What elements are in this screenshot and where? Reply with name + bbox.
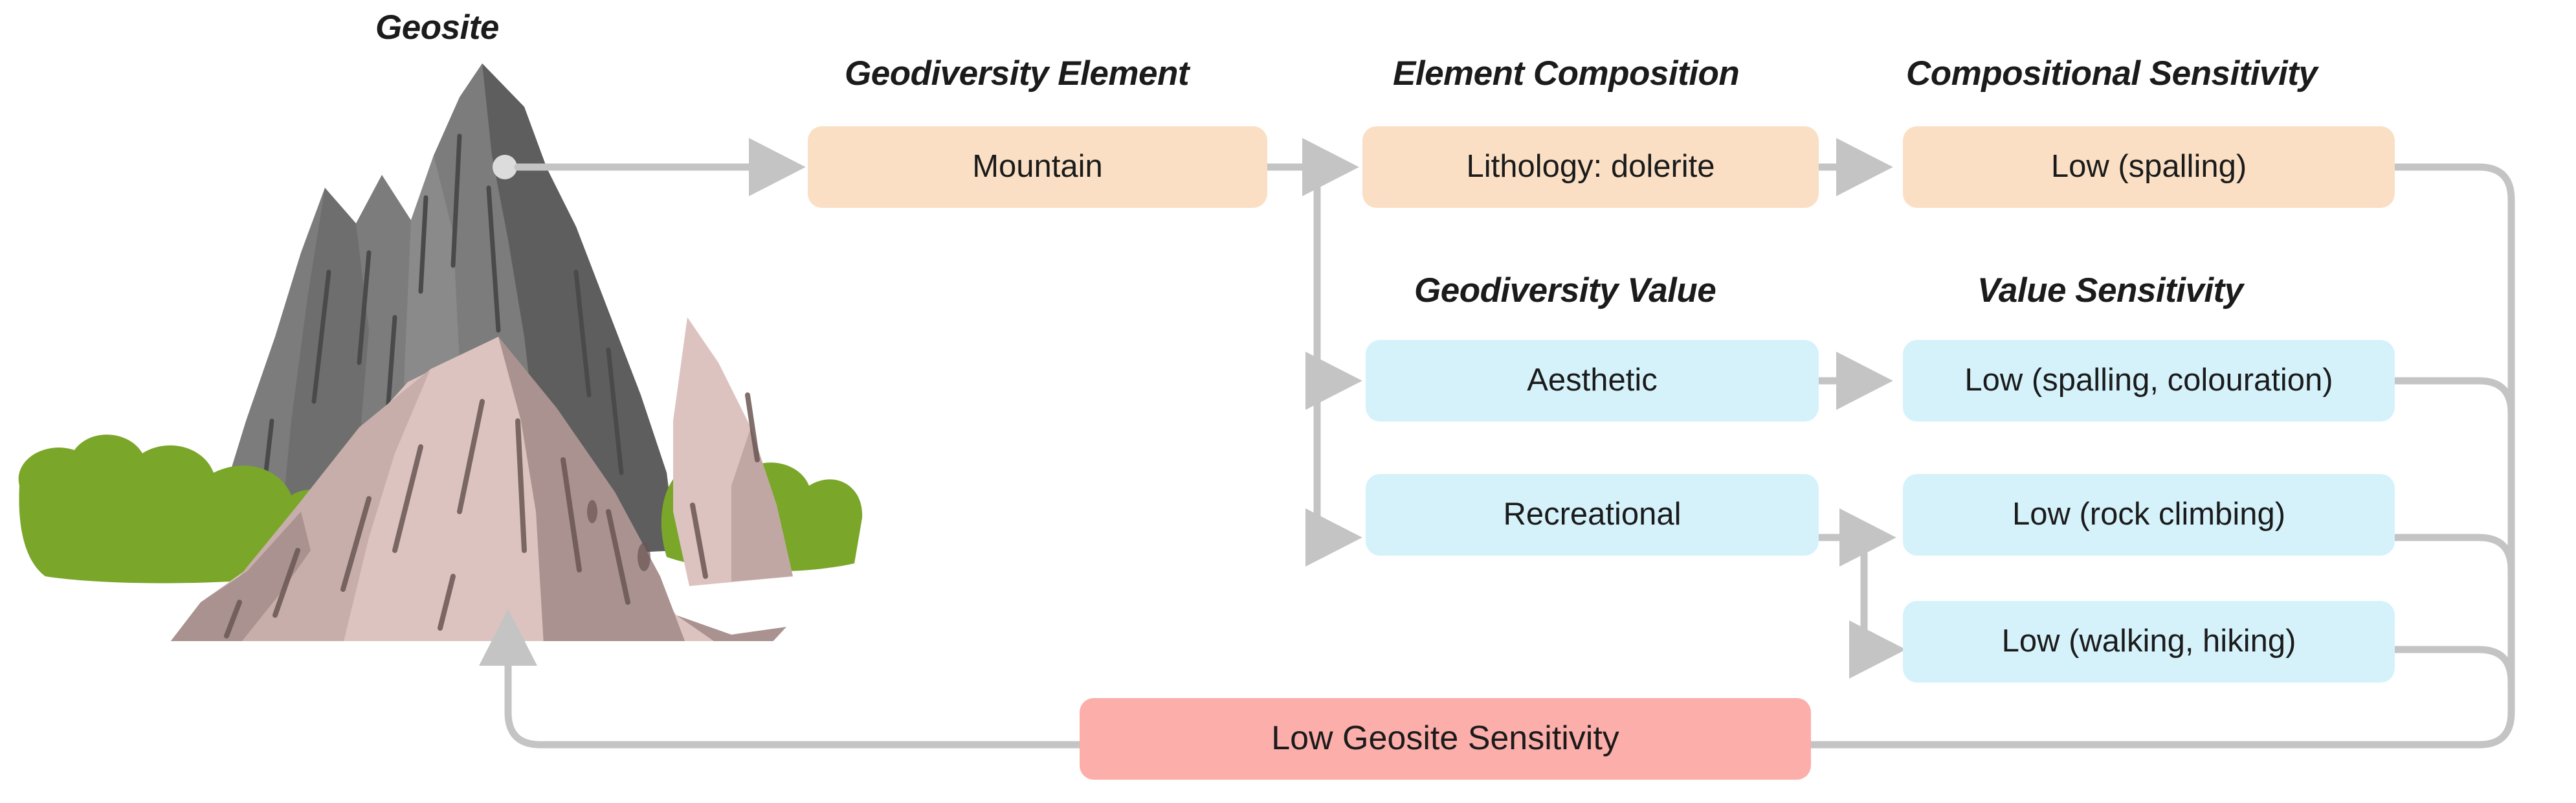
- heading-geodiversity-element: Geodiversity Element: [845, 54, 1189, 93]
- heading-value-sensitivity: Value Sensitivity: [1977, 271, 2243, 310]
- node-low-rock-climbing[interactable]: Low (rock climbing): [1903, 474, 2395, 556]
- node-low-geosite-sensitivity[interactable]: Low Geosite Sensitivity: [1080, 698, 1811, 780]
- node-lithology-dolerite[interactable]: Lithology: dolerite: [1362, 126, 1819, 208]
- geosite-mountain-illustration: [18, 63, 863, 641]
- link-element-trunk: [1263, 163, 1337, 541]
- node-low-spalling[interactable]: Low (spalling): [1903, 126, 2395, 208]
- mountain-pink-peak: [170, 317, 793, 641]
- node-mountain[interactable]: Mountain: [808, 126, 1267, 208]
- node-recreational[interactable]: Recreational: [1366, 474, 1819, 556]
- heading-geosite: Geosite: [375, 8, 499, 47]
- node-low-walking-hiking[interactable]: Low (walking, hiking): [1903, 601, 2395, 683]
- node-aesthetic[interactable]: Aesthetic: [1366, 340, 1819, 422]
- link-return-walking: [2391, 646, 2515, 686]
- heading-element-composition: Element Composition: [1393, 54, 1740, 93]
- link-return-rock-climbing: [2391, 534, 2515, 574]
- heading-geodiversity-value: Geodiversity Value: [1414, 271, 1716, 310]
- link-return-aesthetic-sensitivity: [2391, 377, 2515, 417]
- heading-compositional-sensitivity: Compositional Sensitivity: [1906, 54, 2318, 93]
- link-recreational-trunk: [1815, 534, 1884, 653]
- node-low-spalling-colouration[interactable]: Low (spalling, colouration): [1903, 340, 2395, 422]
